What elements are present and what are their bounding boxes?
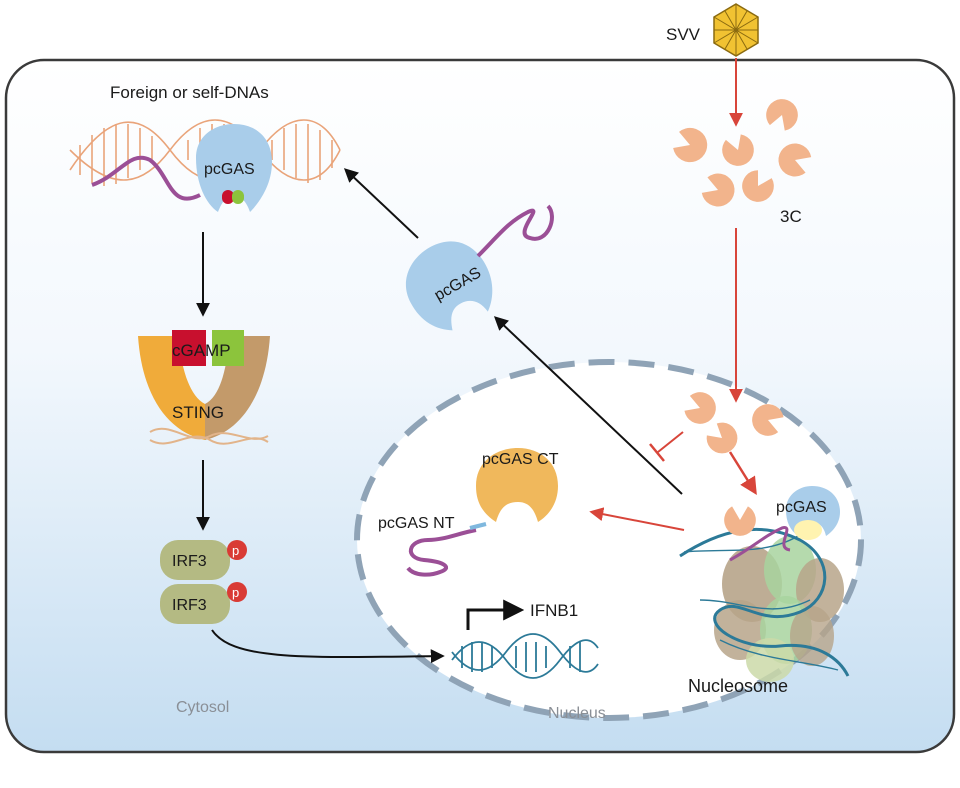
phospho-badge-bottom [227,582,247,602]
sting-label: STING [172,403,224,422]
nucleosome-icon [679,486,850,682]
sting-dimer-icon [138,330,270,445]
cytosol-label: Cytosol [176,699,229,716]
nucleosome-label: Nucleosome [688,676,788,696]
pcgas-enzyme-icon-top [196,124,272,212]
cgamp-label: cGAMP [172,341,231,360]
irf3-top-shape [160,540,230,580]
irf3-bottom-label: IRF3 [172,597,207,614]
phospho-top-label: p [232,543,239,558]
ifnb1-dna-helix-icon [451,633,599,679]
inhibition-bar [649,443,665,462]
pcgas-enzyme-icon-cytosol [406,241,493,331]
phospho-badge-top [227,540,247,560]
3c-inhibition-line [657,431,684,453]
pcgas-ct-icon [476,448,558,522]
ifnb1-label: IFNB1 [530,601,578,620]
pcgas-nt-linker [406,528,477,577]
pcgas-nt-label: pcGAS NT [378,515,455,532]
irf3-top-label: IRF3 [172,553,207,570]
svv-virus-icon [713,3,759,57]
pcgas-top-label: pcGAS [204,161,255,178]
pcgas-ct-label: pcGAS CT [482,451,559,468]
ifnb1-promoter-arrow [466,599,525,630]
irf3-bottom-shape [160,584,230,624]
cleavage-arrow [589,507,685,531]
pcgas-linker-cytosol [476,204,554,258]
nucleus-label: Nucleus [548,705,606,722]
svv-label: SVV [666,25,701,44]
irf3-to-ifnb1-arrow [211,629,445,664]
3c-to-nucleosome-arrow [728,451,757,495]
pcgas-linker-top [91,155,201,201]
phospho-bottom-label: p [232,585,239,600]
pcgas-nt-tip [469,522,487,530]
pcgas-export-arrow [343,168,419,239]
foreign-dna-label: Foreign or self-DNAs [110,83,269,102]
3c-label: 3C [780,207,802,226]
nucleosome-export-arrow [493,316,683,495]
pcgas-nucleosome-label: pcGAS [776,499,827,516]
